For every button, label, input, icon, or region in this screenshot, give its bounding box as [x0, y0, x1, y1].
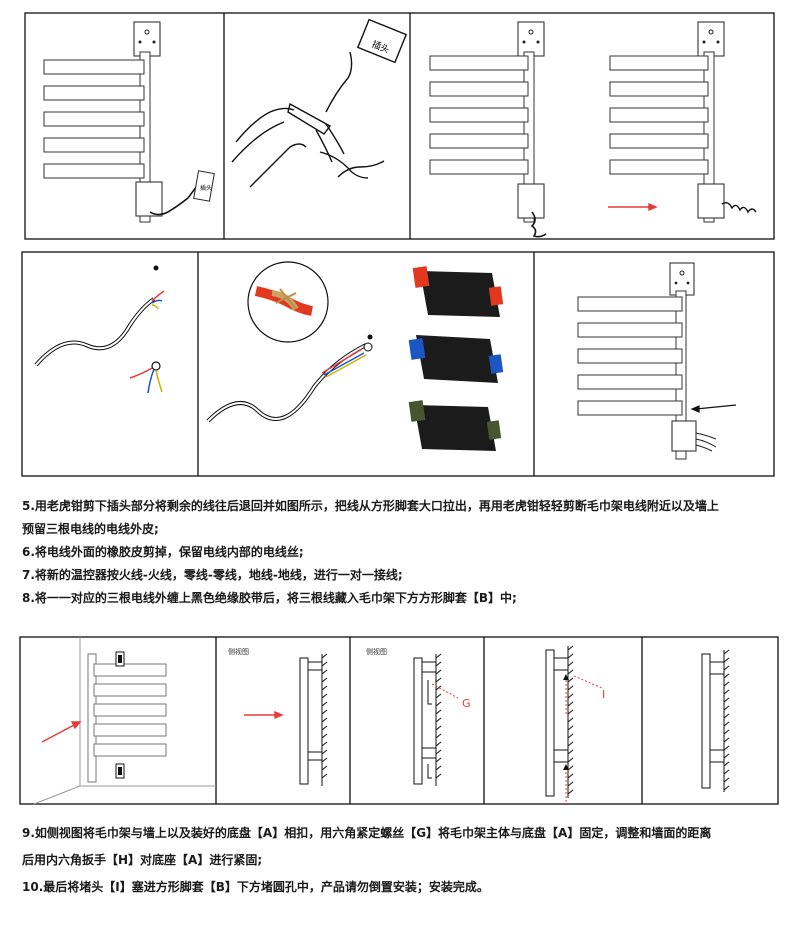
step-8: 8.将一一对应的三根电线外缠上黑色绝缘胶带后，将三根线藏入毛巾架下方方形脚套【B… [22, 587, 782, 610]
label-i: I [602, 688, 605, 701]
installation-steps-row-2 [0, 251, 790, 479]
installation-steps-row-1: 插头 插头 [0, 12, 790, 240]
step-5-line-1: 5.用老虎钳剪下插头部分将剩余的线往后退回并如图所示，把线从方形脚套大口拉出，再… [22, 495, 782, 518]
instructions-steps-9-10: 9.如侧视图将毛巾架与墙上以及装好的底盘【A】相扣，用六角紧定螺丝【G】将毛巾架… [22, 820, 782, 901]
step-6: 6.将电线外面的橡胶皮剪掉，保留电线内部的电线丝; [22, 541, 782, 564]
instructions-steps-5-8: 5.用老虎钳剪下插头部分将剩余的线往后退回并如图所示，把线从方形脚套大口拉出，再… [22, 495, 782, 610]
label-g: G [462, 697, 471, 710]
step-7: 7.将新的温控器按火线-火线，零线-零线，地线-地线，进行一对一接线; [22, 564, 782, 587]
side-view-label-1: 侧视图 [228, 647, 249, 656]
step-10: 10.最后将堵头【I】塞进方形脚套【B】下方堵圆孔中，产品请勿倒置安装；安装完成… [22, 874, 782, 901]
side-view-label-2: 侧视图 [366, 647, 387, 656]
step-5-line-2: 预留三根电线的电线外皮; [22, 518, 782, 541]
plug-label-small: 插头 [200, 184, 212, 192]
green-insulated-tape-wrap [409, 400, 502, 451]
step-9-line-2: 后用内六角扳手【H】对底座【A】进行紧固; [22, 847, 782, 874]
step-9-line-1: 9.如侧视图将毛巾架与墙上以及装好的底盘【A】相扣，用六角紧定螺丝【G】将毛巾架… [22, 820, 782, 847]
installation-steps-row-3: 侧视图 侧视图 G I [0, 636, 790, 806]
